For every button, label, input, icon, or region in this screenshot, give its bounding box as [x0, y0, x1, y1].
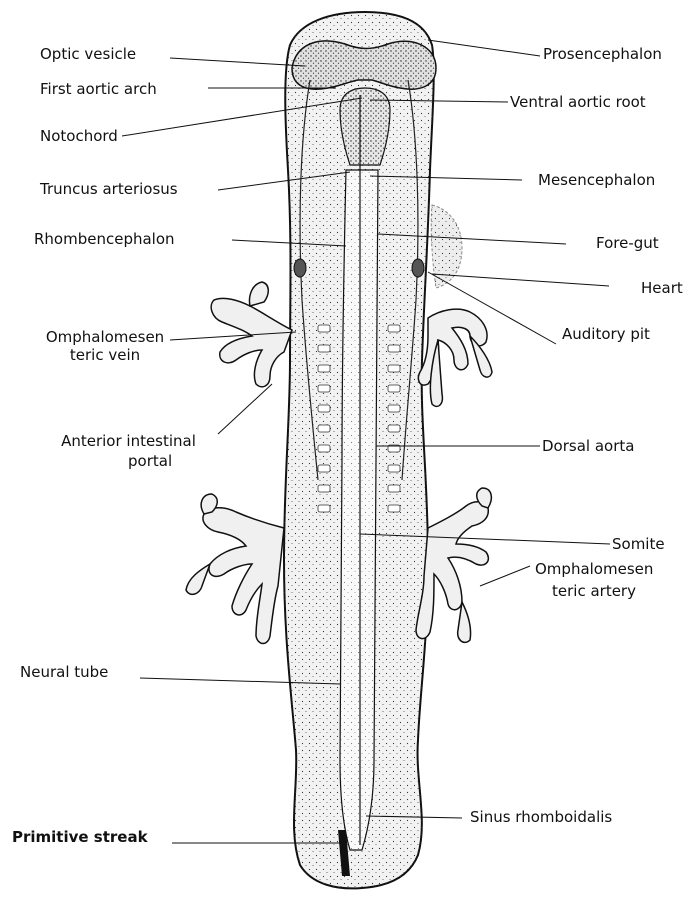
label-optic-vesicle: Optic vesicle: [40, 45, 136, 63]
label-primitive-streak: Primitive streak: [12, 828, 148, 846]
label-auditory-pit: Auditory pit: [562, 325, 650, 343]
label-anterior-intestinal-portal-2: portal: [128, 452, 172, 470]
label-sinus-rhomboidalis: Sinus rhomboidalis: [470, 808, 612, 826]
label-somite: Somite: [612, 535, 665, 553]
vitelline-vessels-lower-left: [186, 494, 284, 644]
label-heart: Heart: [641, 279, 683, 297]
label-fore-gut: Fore-gut: [596, 234, 659, 252]
auditory-pit-left: [294, 259, 306, 277]
auditory-pit-right: [412, 259, 424, 277]
label-ventral-aortic-root: Ventral aortic root: [510, 93, 646, 111]
label-omphalomesenteric-artery-2: teric artery: [552, 582, 636, 600]
label-first-aortic-arch: First aortic arch: [40, 80, 157, 98]
label-omphalomesenteric-vein-1: Omphalomesen: [30, 328, 180, 346]
label-neural-tube: Neural tube: [20, 663, 108, 681]
label-anterior-intestinal-portal-1: Anterior intestinal: [36, 432, 221, 450]
label-prosencephalon: Prosencephalon: [543, 45, 662, 63]
label-mesencephalon: Mesencephalon: [538, 171, 655, 189]
label-dorsal-aorta: Dorsal aorta: [542, 437, 634, 455]
label-omphalomesenteric-vein-2: teric vein: [30, 346, 180, 364]
label-rhombencephalon: Rhombencephalon: [34, 230, 175, 248]
vitelline-vessels-upper-right: [418, 309, 492, 406]
label-omphalomesenteric-artery-1: Omphalomesen: [535, 560, 653, 578]
label-truncus-arteriosus: Truncus arteriosus: [40, 180, 178, 198]
label-notochord: Notochord: [40, 127, 118, 145]
